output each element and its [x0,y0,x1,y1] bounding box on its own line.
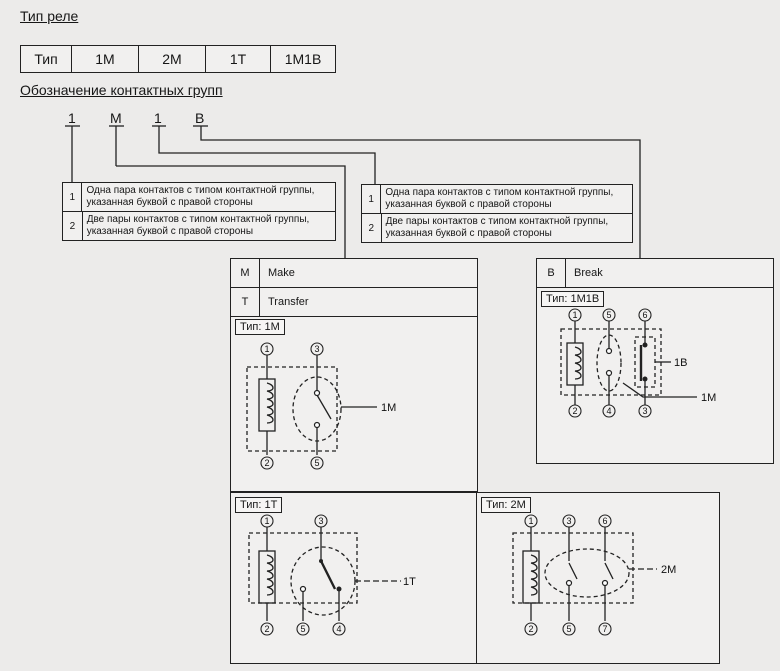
type-1t-box: Тип: 1T 1 3 2 5 4 1T [230,492,478,664]
type-1t-schematic: 1 3 2 5 4 1T [248,514,416,636]
pin-label: 5 [314,458,319,468]
contact-groups-title: Обозначение контактных групп [20,82,223,98]
legend-text: Две пары контактов с типом контактной гр… [86,214,310,237]
legend-num: 2 [63,212,83,240]
legend-row: 1 Одна пара контактов с типом контактной… [362,185,632,214]
type-1t-tag: Тип: 1T [235,497,283,513]
type-table-cell: Тип [21,46,72,72]
legend-num: 1 [362,185,382,213]
pin-label: 1 [572,310,577,320]
type-1m1b-tag: Тип: 1M1B [541,291,605,307]
legend-text: Две пары контактов с типом контактной гр… [385,216,609,239]
pin-label: 2 [572,406,577,416]
callout-label: 1T [403,576,416,588]
pin-label: 1 [264,344,269,354]
mode-value: Break [574,267,603,279]
type-table-cell: 2M [139,46,206,72]
relay-type-title: Тип реле [20,8,79,24]
type-table-cell: 1T [206,46,271,72]
make-transfer-box: M Make T Transfer Тип: 1M 1 [230,258,478,492]
pin-label: 6 [642,310,647,320]
legend-row: 1 Одна пара контактов с типом контактной… [63,183,335,212]
pin-label: 5 [300,624,305,634]
code-char: M [110,110,122,126]
legend-right: 1 Одна пара контактов с типом контактной… [361,184,633,243]
type-1m-tag: Тип: 1M [235,319,285,335]
legend-num: 1 [63,183,83,211]
code-char: 1 [68,110,76,126]
mode-key: T [231,288,260,316]
mode-value: Transfer [268,296,309,308]
callout-label: 1M [701,392,716,404]
type-table-cell: 1M1B [284,51,322,67]
pin-label: 3 [566,516,571,526]
pin-label: 3 [318,516,323,526]
callout-label: 2M [661,564,676,576]
pin-label: 4 [336,624,341,634]
legend-row: 2 Две пары контактов с типом контактной … [63,212,335,240]
type-2m-schematic: 1 3 6 2 5 7 2M [512,514,676,636]
type-1m1b-schematic: 1 5 6 2 4 3 1B 1M [560,308,716,418]
mode-key: M [231,259,260,287]
legend-row: 2 Две пары контактов с типом контактной … [362,214,632,242]
mode-key: B [537,259,566,287]
break-box: B Break Тип: 1M1B 1 [536,258,774,464]
type-2m-tag: Тип: 2M [481,497,531,513]
code-char: B [195,110,205,126]
pin-label: 5 [566,624,571,634]
legend-text: Одна пара контактов с типом контактной г… [385,187,614,210]
legend-text: Одна пара контактов с типом контактной г… [86,185,315,208]
legend-num: 2 [362,214,382,242]
pin-label: 1 [528,516,533,526]
pin-label: 4 [606,406,611,416]
type-2m-box: Тип: 2M 1 3 6 2 5 [476,492,720,664]
mode-value: Make [268,267,295,279]
code-char: 1 [154,110,162,126]
callout-label: 1M [381,402,396,414]
pin-label: 5 [606,310,611,320]
callout-label: 1B [674,357,687,369]
pin-label: 3 [314,344,319,354]
mode-row-make: M Make [231,259,477,288]
pin-label: 6 [602,516,607,526]
pin-label: 2 [264,458,269,468]
pin-label: 2 [528,624,533,634]
pin-label: 7 [602,624,607,634]
mode-row-break: B Break [537,259,773,288]
type-1m-schematic: 1 3 2 5 1M [246,342,396,470]
pin-label: 2 [264,624,269,634]
relay-type-table: Тип 1M 2M 1T 1M1B [20,45,336,73]
mode-row-transfer: T Transfer [231,288,477,317]
pin-label: 1 [264,516,269,526]
type-table-cell: 1M [72,46,139,72]
pin-label: 3 [642,406,647,416]
legend-left: 1 Одна пара контактов с типом контактной… [62,182,336,241]
